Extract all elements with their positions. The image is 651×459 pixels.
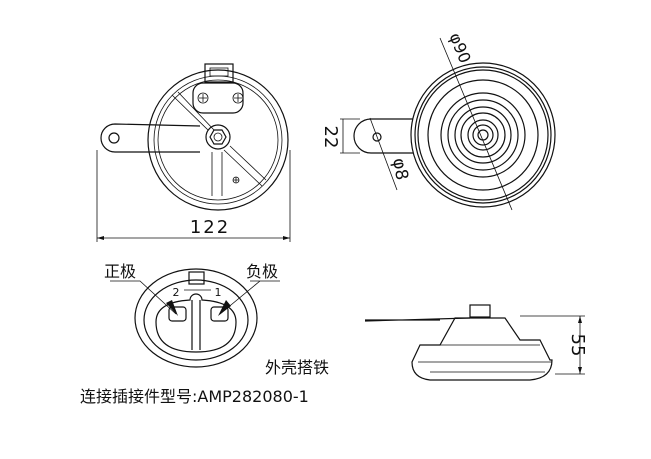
housing-ground-note: 外壳搭铁: [265, 358, 329, 377]
hole-diameter: φ8: [388, 157, 412, 182]
side-view: 22 φ8 φ90: [320, 30, 556, 211]
pin-2-label: 2: [173, 286, 180, 299]
connector-view: 2 1 正极 负极: [104, 262, 280, 368]
width-dimension: 122: [190, 217, 230, 238]
body-diameter: φ90: [445, 30, 474, 66]
pin-1-label: 1: [215, 286, 222, 299]
profile-view: 55: [364, 304, 588, 381]
front-view: 122: [96, 63, 291, 242]
connector-model-note: 连接插接件型号:AMP282080-1: [80, 387, 309, 406]
height-dimension: 55: [567, 334, 588, 357]
bracket-dimension: 22: [320, 126, 341, 149]
positive-label: 正极: [104, 262, 136, 281]
negative-label: 负极: [246, 262, 278, 281]
